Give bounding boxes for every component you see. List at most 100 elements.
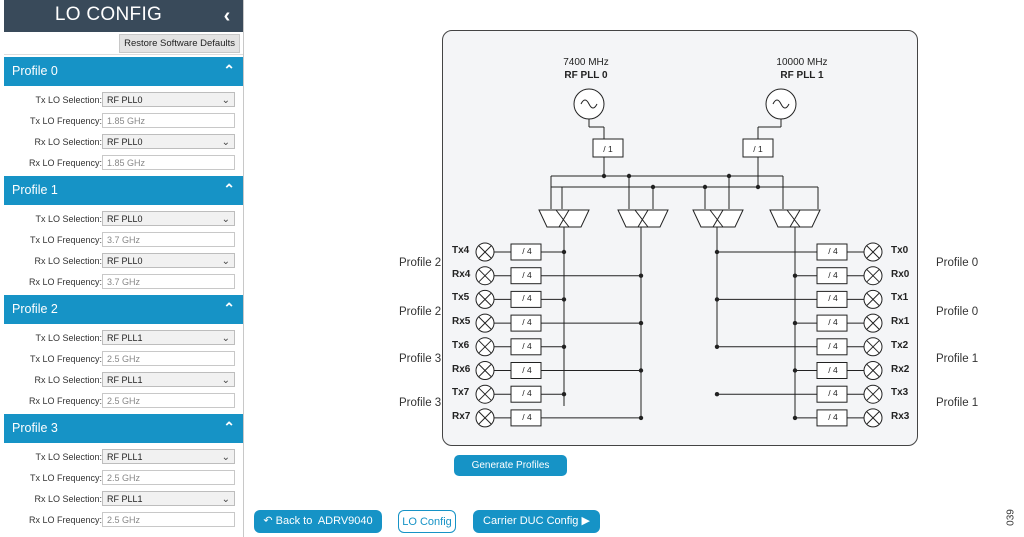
tx-lo-frequency-field[interactable]: 2.5 GHz xyxy=(102,470,235,485)
rx-lo-frequency-label: Rx LO Frequency: xyxy=(28,277,102,287)
port-label-right: Tx3 xyxy=(891,387,909,399)
rx-lo-frequency-field[interactable]: 2.5 GHz xyxy=(102,512,235,527)
profile-header-0[interactable]: Profile 0 ⌃ xyxy=(4,57,243,86)
rx-lo-selection-row: Rx LO Selection: RF PLL1 ⌄ xyxy=(4,489,243,510)
tx-lo-frequency-label: Tx LO Frequency: xyxy=(29,354,102,364)
select-value: RF PLL1 xyxy=(107,333,143,343)
collapse-panel-icon[interactable]: ‹ xyxy=(223,5,231,27)
generate-profiles-button[interactable]: Generate Profiles xyxy=(454,455,567,476)
back-button[interactable]: ↶ Back to ADRV9040 xyxy=(254,510,382,533)
chevron-up-icon[interactable]: ⌃ xyxy=(223,419,235,435)
profile-title: Profile 1 xyxy=(12,183,58,197)
sine-wave-icon xyxy=(772,99,790,109)
wire xyxy=(478,364,492,377)
tx-lo-frequency-label: Tx LO Frequency: xyxy=(29,116,102,126)
wire xyxy=(866,293,880,306)
junction-dot xyxy=(638,368,644,373)
select-value: RF PLL0 xyxy=(107,214,143,224)
wire xyxy=(558,209,570,228)
port-label-right: Tx2 xyxy=(891,339,909,351)
panel-header: LO CONFIG ‹ xyxy=(4,0,243,32)
port-label-left: Tx7 xyxy=(452,387,470,399)
wire xyxy=(866,387,880,401)
lo-config-button[interactable]: LO Config xyxy=(398,510,456,533)
tx-lo-selection-select[interactable]: RF PLL0 ⌄ xyxy=(102,92,235,107)
select-value: RF PLL0 xyxy=(107,256,143,266)
wire xyxy=(786,209,801,228)
profile-header-3[interactable]: Profile 3 ⌃ xyxy=(4,414,243,443)
rx-lo-frequency-field[interactable]: 3.7 GHz xyxy=(102,274,235,289)
junction-dot xyxy=(714,297,720,302)
left-profile-label: Profile 2 xyxy=(399,257,442,269)
rx-lo-frequency-row: Rx LO Frequency: 3.7 GHz xyxy=(4,272,243,293)
wire xyxy=(478,316,492,330)
rx-lo-frequency-field[interactable]: 1.85 GHz xyxy=(102,155,235,170)
port-label-left: Tx5 xyxy=(452,292,470,304)
rx-lo-selection-select[interactable]: RF PLL1 ⌄ xyxy=(102,372,235,387)
junction-dot xyxy=(561,392,567,397)
port-divider-label: / 4 xyxy=(828,317,838,328)
port-label-right: Rx2 xyxy=(891,363,910,375)
tx-lo-frequency-field[interactable]: 3.7 GHz xyxy=(102,232,235,247)
tx-lo-frequency-field[interactable]: 2.5 GHz xyxy=(102,351,235,366)
port-divider-label: / 4 xyxy=(522,364,532,375)
pll0-divider-box xyxy=(592,138,624,158)
tx-lo-selection-select[interactable]: RF PLL0 ⌄ xyxy=(102,211,235,226)
profile-section-2: Profile 2 ⌃ Tx LO Selection: RF PLL1 ⌄ T… xyxy=(4,295,243,412)
pll1-frequency: 10000 MHz xyxy=(776,57,828,68)
junction-dot xyxy=(561,297,567,302)
chevron-down-icon: ⌄ xyxy=(221,137,230,148)
rx-lo-selection-select[interactable]: RF PLL1 ⌄ xyxy=(102,491,235,506)
chevron-up-icon[interactable]: ⌃ xyxy=(223,300,235,316)
rx-lo-selection-row: Rx LO Selection: RF PLL0 ⌄ xyxy=(4,132,243,153)
port-divider-label: / 4 xyxy=(828,340,838,351)
chevron-down-icon: ⌄ xyxy=(221,494,230,505)
lo-routing-wires xyxy=(475,88,883,428)
right-profile-label: Profile 1 xyxy=(936,353,979,365)
rx-lo-selection-label: Rx LO Selection: xyxy=(34,256,102,266)
tx-lo-selection-row: Tx LO Selection: RF PLL1 ⌄ xyxy=(4,447,243,468)
tx-lo-selection-select[interactable]: RF PLL1 ⌄ xyxy=(102,330,235,345)
wire xyxy=(555,209,570,228)
rx-lo-selection-select[interactable]: RF PLL0 ⌄ xyxy=(102,253,235,268)
tx-lo-frequency-label: Tx LO Frequency: xyxy=(29,235,102,245)
tx-lo-selection-row: Tx LO Selection: RF PLL0 ⌄ xyxy=(4,90,243,111)
rx-lo-selection-select[interactable]: RF PLL0 ⌄ xyxy=(102,134,235,149)
wire xyxy=(478,411,492,425)
profile-header-1[interactable]: Profile 1 ⌃ xyxy=(4,176,243,205)
port-label-right: Rx1 xyxy=(891,316,910,328)
left-profile-label: Profile 3 xyxy=(399,397,442,409)
wire xyxy=(866,364,880,377)
port-divider-label: / 4 xyxy=(828,246,838,256)
tx-lo-frequency-field[interactable]: 1.85 GHz xyxy=(102,113,235,128)
port-divider-label: / 4 xyxy=(522,388,532,399)
junction-dot xyxy=(792,415,798,421)
rx-lo-selection-label: Rx LO Selection: xyxy=(34,137,102,147)
rx-lo-frequency-field[interactable]: 2.5 GHz xyxy=(102,393,235,408)
carrier-duc-config-button[interactable]: Carrier DUC Config ▶ xyxy=(473,510,600,533)
tx-lo-frequency-label: Tx LO Frequency: xyxy=(29,473,102,483)
chevron-down-icon: ⌄ xyxy=(221,333,230,344)
rx-lo-selection-label: Rx LO Selection: xyxy=(34,494,102,504)
wire xyxy=(478,245,492,259)
chevron-up-icon[interactable]: ⌃ xyxy=(223,181,235,197)
select-value: RF PLL1 xyxy=(107,494,143,504)
port-divider-label: / 4 xyxy=(522,293,532,304)
tx-lo-frequency-row: Tx LO Frequency: 2.5 GHz xyxy=(4,468,243,489)
tx-lo-selection-label: Tx LO Selection: xyxy=(35,452,102,462)
port-label-right: Rx0 xyxy=(891,268,910,280)
junction-dot xyxy=(561,344,567,349)
profile-header-2[interactable]: Profile 2 ⌃ xyxy=(4,295,243,324)
tx-lo-selection-select[interactable]: RF PLL1 ⌄ xyxy=(102,449,235,464)
restore-defaults-button[interactable]: Restore Software Defaults xyxy=(119,34,240,53)
chevron-down-icon: ⌄ xyxy=(221,375,230,386)
chevron-up-icon[interactable]: ⌃ xyxy=(223,62,235,78)
port-label-right: Tx1 xyxy=(891,292,909,304)
port-label-left: Rx6 xyxy=(452,363,471,375)
tx-lo-selection-label: Tx LO Selection: xyxy=(35,214,102,224)
restore-row: Restore Software Defaults xyxy=(4,32,243,55)
profile-title: Profile 2 xyxy=(12,302,58,316)
wire xyxy=(637,209,649,228)
lo-config-panel: LO CONFIG ‹ Restore Software Defaults Pr… xyxy=(4,0,244,537)
undo-arrow-icon: ↶ xyxy=(263,515,273,527)
